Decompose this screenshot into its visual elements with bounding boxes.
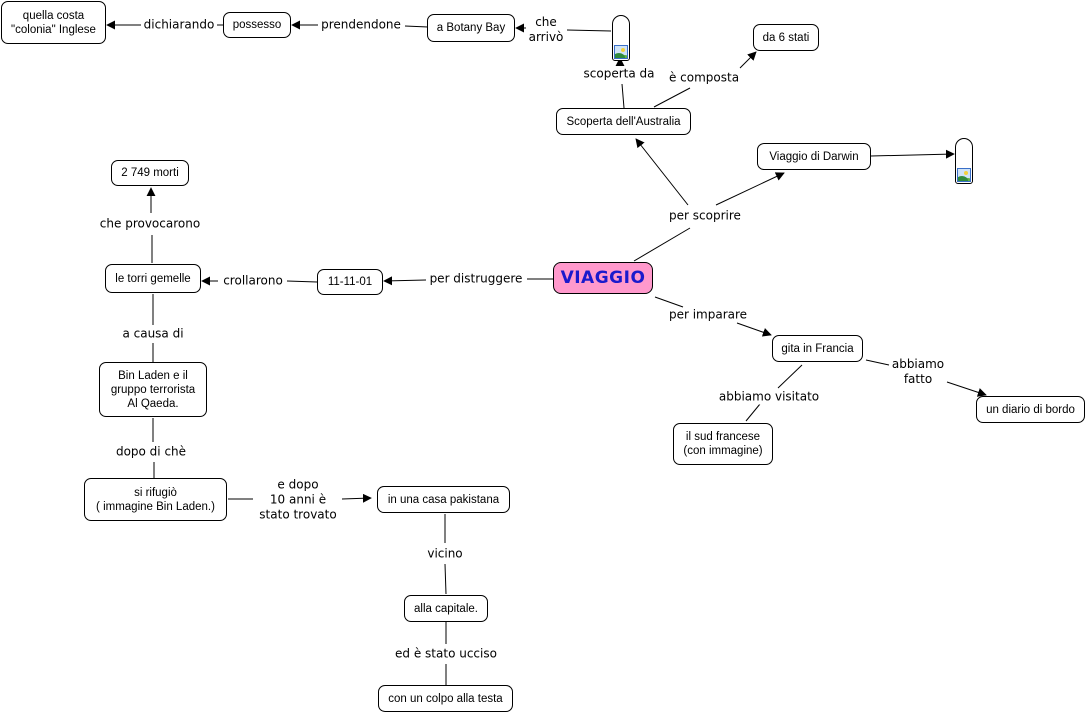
link-line [286,280,318,283]
link-label-e-composta[interactable]: è composta [666,70,742,86]
link-line [865,359,890,366]
link-line [566,29,612,32]
node-a-botany-bay[interactable]: a Botany Bay [427,14,515,42]
link-line [654,296,684,308]
link-label-dichiarando[interactable]: dichiarando [141,17,217,33]
link-label-e-dopo[interactable]: e dopo 10 anni è stato trovato [257,477,339,523]
link-label-vicino[interactable]: vicino [425,546,465,562]
node-viaggio-main[interactable]: VIAGGIO [553,262,653,294]
link-label-per-distruggere[interactable]: per distruggere [427,271,525,287]
link-label-abbiamo-fatto[interactable]: abbiamo fatto [889,357,947,387]
node-quella-costa[interactable]: quella costa "colonia" Inglese [1,1,106,44]
link-label-ed-e-stato-ucciso[interactable]: ed è stato ucciso [393,646,499,662]
link-label-crollarono[interactable]: crollarono [221,273,285,289]
node-sud-francese[interactable]: il sud francese (con immagine) [673,423,773,465]
node-torri-gemelle[interactable]: le torri gemelle [105,264,201,293]
node-scoperta-australia[interactable]: Scoperta dell'Australia [556,108,691,135]
link-label-dopo-di-che[interactable]: dopo di chè [113,444,189,460]
node-da-6-stati[interactable]: da 6 stati [753,24,819,51]
link-line [383,276,427,286]
node-gita-francia[interactable]: gita in Francia [772,335,863,362]
link-label-che-arrivo[interactable]: che arrivò [526,15,566,45]
node-viaggio-darwin[interactable]: Viaggio di Darwin [757,143,871,170]
node-bin-laden[interactable]: Bin Laden e il gruppo terrorista Al Qaed… [99,362,207,417]
image-node-explorer[interactable] [612,15,630,61]
link-label-a-causa-di[interactable]: a causa di [120,326,186,342]
link-label-scoperta-da[interactable]: scoperta da [581,66,657,82]
node-diario-bordo[interactable]: un diario di bordo [976,396,1085,423]
link-label-abbiamo-visitato[interactable]: abbiamo visitato [716,389,822,405]
link-line [739,51,757,69]
link-line [777,364,803,389]
node-si-rifugio[interactable]: si rifugiò ( immagine Bin Laden.) [84,478,227,521]
link-line [633,227,691,262]
link-line [715,172,785,206]
link-line [946,381,987,397]
link-label-per-scoprire[interactable]: per scoprire [667,208,743,224]
link-line [736,322,772,337]
node-possesso[interactable]: possesso [223,12,291,38]
node-alla-capitale[interactable]: alla capitale. [404,595,488,622]
link-line [621,83,625,109]
link-line [745,403,761,422]
link-line [341,493,372,503]
link-line [635,138,689,206]
link-label-per-imparare[interactable]: per imparare [666,307,750,323]
image-placeholder-icon [957,168,971,182]
link-line [404,25,429,28]
node-11-11-01[interactable]: 11-11-01 [317,269,383,295]
node-colpo-testa[interactable]: con un colpo alla testa [378,685,513,712]
link-label-prendendone[interactable]: prendendone [319,17,403,33]
image-node-darwin[interactable] [955,138,973,184]
image-placeholder-icon [614,45,628,59]
link-line [653,87,691,108]
link-line [444,563,447,595]
node-casa-pakistana[interactable]: in una casa pakistana [377,486,510,513]
link-line [870,149,955,159]
link-label-che-provocarono[interactable]: che provocarono [97,216,203,232]
node-2749-morti[interactable]: 2 749 morti [111,160,189,186]
